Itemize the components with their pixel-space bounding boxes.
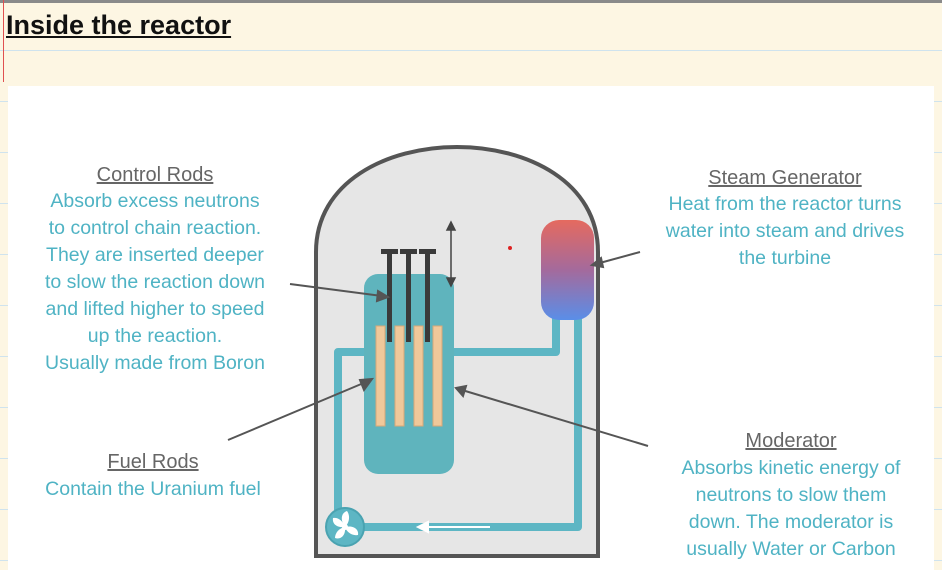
control-rods	[381, 249, 436, 342]
pump-fan-icon	[332, 511, 359, 539]
control-rods-desc-line-1: Absorb excess neutrons	[50, 190, 259, 212]
fuel-rod	[375, 325, 386, 427]
control-rods-desc-line-6: up the reaction.	[88, 325, 222, 347]
control-rod-cap	[400, 249, 417, 254]
steam-generator-heading: Steam Generator	[708, 167, 862, 189]
top-border	[0, 0, 942, 3]
moderator-desc-line-3: down. The moderator is	[689, 511, 894, 533]
steam-generator-desc-line-1: Heat from the reactor turns	[668, 193, 901, 215]
steam-generator-desc-line-3: the turbine	[739, 247, 831, 269]
steam-generator	[541, 220, 594, 320]
moderator-label: Moderator Absorbs kinetic energy of neut…	[682, 430, 902, 560]
control-rods-desc-line-2: to control chain reaction.	[49, 217, 261, 239]
steam-generator-label: Steam Generator Heat from the reactor tu…	[665, 167, 905, 269]
flow-direction-arrow	[415, 520, 490, 534]
control-rods-label: Control Rods Absorb excess neutrons to c…	[45, 164, 265, 374]
rod-movement-arrow	[445, 220, 457, 288]
control-rod-cap	[419, 249, 436, 254]
fuel-rods-heading: Fuel Rods	[107, 451, 198, 473]
control-rods-desc-line-5: and lifted higher to speed	[46, 298, 265, 320]
control-rods-desc-line-7: Usually made from Boron	[45, 352, 265, 374]
fuel-rod	[413, 325, 424, 427]
moderator-desc-line-1: Absorbs kinetic energy of	[682, 457, 902, 479]
moderator-desc-line-2: neutrons to slow them	[696, 484, 887, 506]
fuel-rods-label: Fuel Rods Contain the Uranium fuel	[45, 451, 261, 500]
moderator-desc-line-4: usually Water or Carbon	[686, 538, 896, 560]
fuel-rods-desc-line-1: Contain the Uranium fuel	[45, 478, 261, 500]
control-rods-heading: Control Rods	[97, 164, 214, 186]
red-dot	[508, 246, 512, 250]
control-rod-cap	[381, 249, 398, 254]
control-rod	[406, 252, 411, 342]
reactor-core	[364, 274, 454, 474]
control-rod	[425, 252, 430, 342]
fuel-rods	[375, 325, 443, 427]
fuel-rod	[432, 325, 443, 427]
page-title: Inside the reactor	[6, 10, 232, 40]
steam-generator-desc-line-2: water into steam and drives	[665, 220, 905, 242]
margin-line	[3, 0, 4, 82]
control-rods-desc-line-4: to slow the reaction down	[45, 271, 265, 293]
moderator-heading: Moderator	[745, 430, 836, 452]
fuel-rod	[394, 325, 405, 427]
leader-lines	[227, 251, 649, 447]
control-rods-desc-line-3: They are inserted deeper	[46, 244, 264, 266]
